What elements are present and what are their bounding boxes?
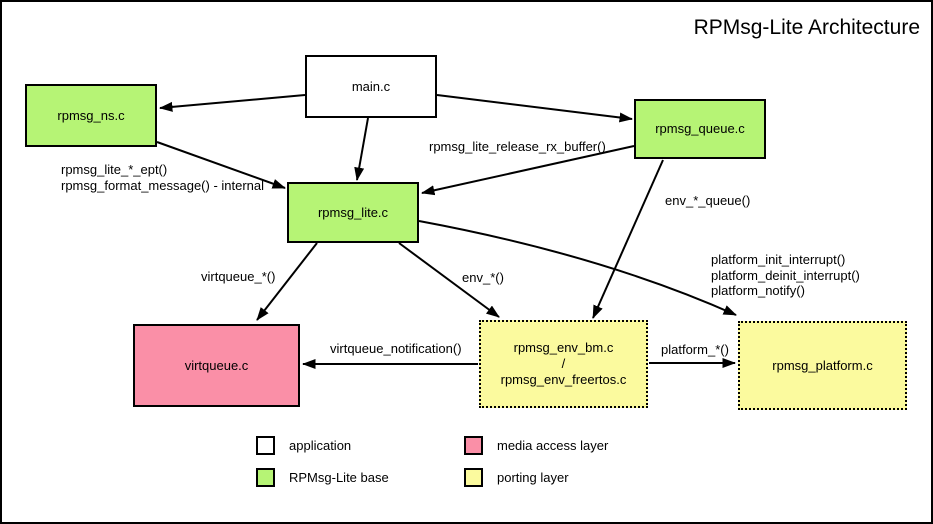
legend-item-rpmsg-lite-base: RPMsg-Lite base [256, 468, 389, 487]
arrow-rpmsg-queue-to-rpmsg-env [592, 159, 664, 319]
arrow-rpmsg-lite-to-rpmsg-env [398, 242, 500, 318]
node-main-c: main.c [305, 55, 437, 118]
node-rpmsg-env-c: rpmsg_env_bm.c / rpmsg_env_freertos.c [479, 320, 648, 408]
node-rpmsg-platform-c: rpmsg_platform.c [738, 321, 907, 410]
arrow-rpmsg-lite-to-virtqueue [256, 242, 318, 321]
legend-label-media-access-layer: media access layer [497, 438, 609, 453]
node-rpmsg-lite-c: rpmsg_lite.c [287, 182, 419, 243]
edge-label-platform-star: platform_*() [661, 342, 729, 357]
edge-label-ept-format-message: rpmsg_lite_*_ept() rpmsg_format_message(… [61, 162, 265, 193]
node-rpmsg-ns-c: rpmsg_ns.c [25, 84, 157, 147]
edge-label-env: env_*() [462, 270, 504, 285]
legend-item-media-access-layer: media access layer [464, 436, 608, 455]
legend-item-application: application [256, 436, 351, 455]
edge-label-env-queue: env_*_queue() [665, 193, 751, 208]
arrow-rpmsg-lite-to-rpmsg-platform [418, 220, 737, 316]
edge-label-virtqueue-star: virtqueue_*() [201, 269, 276, 284]
node-rpmsg-queue-c: rpmsg_queue.c [634, 99, 766, 159]
legend-label-porting-layer: porting layer [497, 470, 569, 485]
legend-label-rpmsg-lite-base: RPMsg-Lite base [289, 470, 389, 485]
legend-swatch-application [256, 436, 275, 455]
arrow-main-to-rpmsg-lite [354, 117, 369, 181]
arrow-rpmsg-queue-to-rpmsg-lite [421, 145, 635, 196]
arrow-main-to-rpmsg-queue [436, 94, 633, 123]
arrow-main-to-rpmsg-ns [159, 94, 306, 112]
edge-label-virtqueue-notification: virtqueue_notification() [330, 341, 462, 356]
legend-label-application: application [289, 438, 352, 453]
edge-label-release-rx-buffer: rpmsg_lite_release_rx_buffer() [429, 139, 606, 154]
legend-swatch-rpmsg-lite-base [256, 468, 275, 487]
edge-label-platform-interrupts: platform_init_interrupt() platform_deini… [711, 252, 860, 298]
legend-item-porting-layer: porting layer [464, 468, 569, 487]
legend-swatch-porting-layer [464, 468, 483, 487]
legend-swatch-media-access-layer [464, 436, 483, 455]
node-virtqueue-c: virtqueue.c [133, 324, 300, 407]
arrow-rpmsg-ns-to-rpmsg-lite [156, 141, 286, 189]
diagram-title: RPMsg-Lite Architecture [693, 16, 920, 39]
